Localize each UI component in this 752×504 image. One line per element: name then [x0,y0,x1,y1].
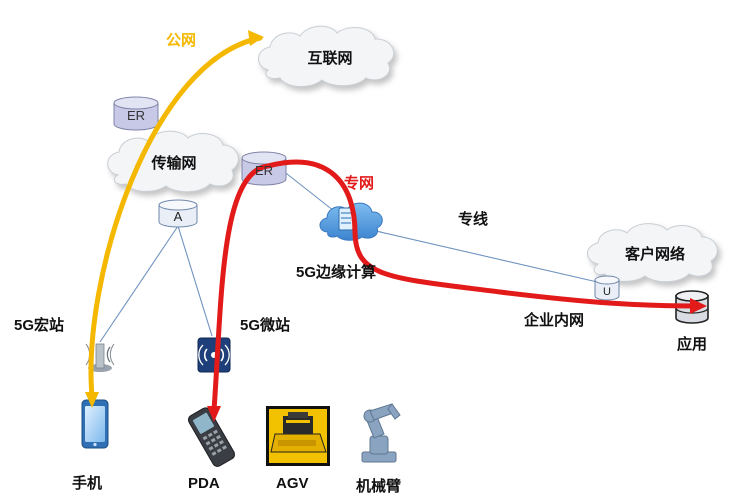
link-a-macro [99,225,179,343]
agv-vehicle-icon [266,406,330,466]
er-router-top [113,96,159,131]
phone-icon [81,399,109,449]
enterprise-lan-label: 企业内网 [523,311,584,329]
aggregation-a-node [158,199,198,228]
macro-station-label: 5G宏站 [14,316,64,334]
robot-arm-icon [361,403,401,463]
private-network-path [207,159,707,422]
customer-net-label: 客户网络 [624,245,685,263]
micro-station-label: 5G微站 [240,316,290,334]
cloud-transport [107,130,239,193]
micro-station-icon [197,337,231,373]
transport-net-label: 传输网 [150,154,196,172]
agv-label: AGV [276,475,309,492]
mec-label: 5G边缘计算 [296,263,376,281]
private-net-label: 专网 [344,174,374,192]
robot-arm-label: 机械臂 [356,477,401,495]
application-label: 应用 [677,335,707,353]
pda-label: PDA [188,475,220,492]
er-label-mid: ER [255,163,273,178]
cloud-internet [258,25,395,87]
public-net-label: 公网 [166,32,196,49]
er-router-mid [241,151,287,186]
u-node-label: U [603,286,611,298]
dedicated-line-label: 专线 [458,210,488,228]
public-network-path [85,30,264,408]
upf-u-node [594,275,620,301]
a-node-label: A [174,209,183,224]
pda-device-icon [187,407,236,467]
link-mec-upf [349,224,607,285]
cloud-customer [587,223,718,283]
link-lines [99,169,607,343]
phone-label: 手机 [72,474,102,492]
link-a-micro [177,225,213,337]
mec-cloud-server-icon [319,202,383,241]
internet-label: 互联网 [307,50,352,67]
er-label-top: ER [127,108,145,123]
